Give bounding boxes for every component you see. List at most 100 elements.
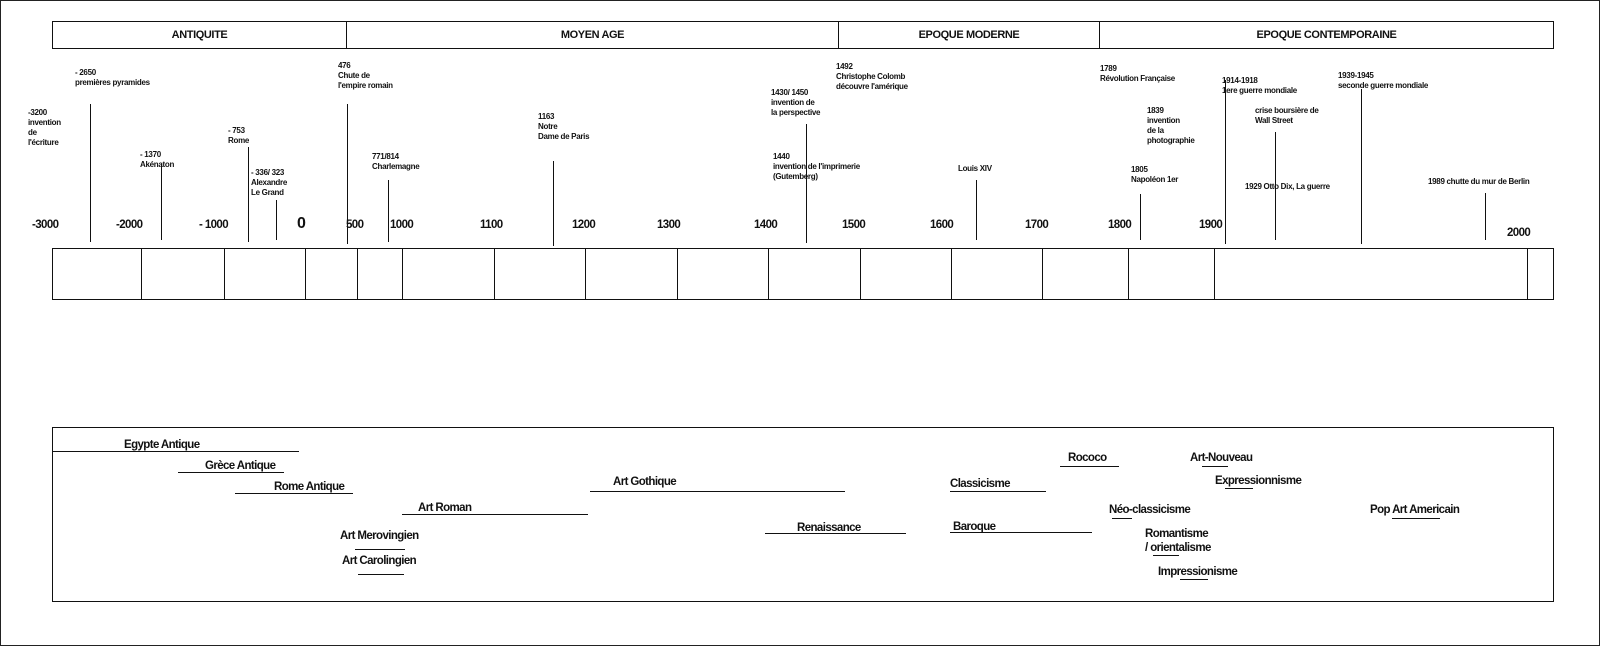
- tick-label: -2000: [116, 219, 143, 231]
- art-rococo-span: [1060, 466, 1119, 468]
- grid-divider: [951, 249, 952, 299]
- grid-divider: [1527, 249, 1528, 299]
- art-rome-antique-span: [235, 493, 353, 495]
- tick-label: 1600: [930, 219, 954, 231]
- period-moyen-age: MOYEN AGE: [347, 22, 839, 48]
- art-merovingien-span: [355, 549, 405, 551]
- period-epoque-moderne: EPOQUE MODERNE: [839, 22, 1100, 48]
- event-line: [976, 180, 978, 240]
- event-louis-xiv: Louis XIV: [958, 164, 992, 173]
- event-line: [276, 200, 278, 240]
- tick-label: 1800: [1108, 219, 1132, 231]
- grid-divider: [1128, 249, 1129, 299]
- art-carolingien: Art Carolingien: [342, 555, 417, 567]
- art-impressionnisme: Impressionisme: [1158, 566, 1238, 578]
- event-line: [553, 161, 555, 246]
- tick-label: 1100: [480, 219, 503, 231]
- grid-divider: [860, 249, 861, 299]
- tick-label: - 1000: [199, 219, 229, 231]
- event-line: [1275, 132, 1277, 240]
- event-line: [388, 180, 390, 242]
- period-antiquite: ANTIQUITE: [53, 22, 347, 48]
- grid-divider: [141, 249, 142, 299]
- art-roman-span: [402, 514, 588, 516]
- event-line: [347, 104, 349, 244]
- tick-label: 1400: [754, 219, 778, 231]
- art-nouveau: Art-Nouveau: [1190, 452, 1253, 464]
- event-line: [806, 124, 808, 243]
- art-classicisme-span: [950, 491, 1046, 493]
- grid-divider: [305, 249, 306, 299]
- art-impressionnisme-span: [1180, 579, 1208, 581]
- art-gothique: Art Gothique: [613, 476, 677, 488]
- art-carolingien-span: [358, 574, 404, 576]
- art-rococo: Rococo: [1068, 452, 1107, 464]
- tick-label: 1900: [1199, 219, 1223, 231]
- art-rome-antique: Rome Antique: [274, 481, 345, 493]
- art-renaissance-span: [765, 533, 906, 535]
- grid-divider: [585, 249, 586, 299]
- grid-divider: [402, 249, 403, 299]
- event-line: [161, 164, 163, 240]
- tick-label: 1300: [657, 219, 681, 231]
- timeline-grid: [52, 248, 1554, 300]
- event-line: [90, 104, 92, 242]
- period-epoque-contemporaine: EPOQUE CONTEMPORAINE: [1256, 29, 1397, 41]
- art-merovingien: Art Merovingien: [340, 530, 419, 542]
- art-neo-classicisme: Néo-classicisme: [1109, 504, 1191, 516]
- art-romantisme: Romantisme / orientalisme: [1145, 528, 1211, 554]
- tick-label: -3000: [32, 219, 59, 231]
- art-grece: Grèce Antique: [205, 460, 276, 472]
- art-renaissance: Renaissance: [797, 522, 861, 534]
- event-line: [248, 147, 250, 242]
- grid-divider: [224, 249, 225, 299]
- tick-label: 1000: [390, 219, 414, 231]
- art-egypte: Egypte Antique: [124, 439, 200, 451]
- art-baroque: Baroque: [953, 521, 996, 533]
- event-otto-dix: 1929 Otto Dix, La guerre: [1245, 182, 1330, 191]
- art-gothique-span: [590, 491, 845, 493]
- art-nouveau-span: [1202, 466, 1228, 468]
- event-line: [1485, 193, 1487, 240]
- grid-divider: [1042, 249, 1043, 299]
- art-classicisme: Classicisme: [950, 478, 1010, 490]
- art-baroque-span: [950, 532, 1092, 534]
- grid-divider: [357, 249, 358, 299]
- event-line: [1361, 89, 1363, 244]
- art-neo-classicisme-span: [1112, 518, 1132, 520]
- periods-bar: ANTIQUITE MOYEN AGE EPOQUE MODERNE EPOQU…: [52, 21, 1554, 49]
- tick-label: 2000: [1507, 227, 1531, 239]
- event-berlin: 1989 chutte du mur de Berlin: [1428, 177, 1530, 186]
- grid-divider: [1214, 249, 1215, 299]
- tick-label: 1200: [572, 219, 596, 231]
- tick-label: 500: [346, 219, 364, 231]
- art-pop-art: Pop Art Americain: [1370, 504, 1460, 516]
- art-grece-span: [178, 472, 284, 474]
- art-movements-box: [52, 427, 1554, 602]
- grid-divider: [768, 249, 769, 299]
- art-expressionnisme-span: [1225, 488, 1253, 490]
- art-romantisme-span: [1153, 555, 1179, 557]
- event-line: [1140, 194, 1142, 240]
- art-pop-art-span: [1392, 518, 1440, 520]
- tick-label: 1500: [842, 219, 866, 231]
- event-line: [1225, 80, 1227, 244]
- grid-divider: [494, 249, 495, 299]
- art-egypte-span: [52, 451, 299, 453]
